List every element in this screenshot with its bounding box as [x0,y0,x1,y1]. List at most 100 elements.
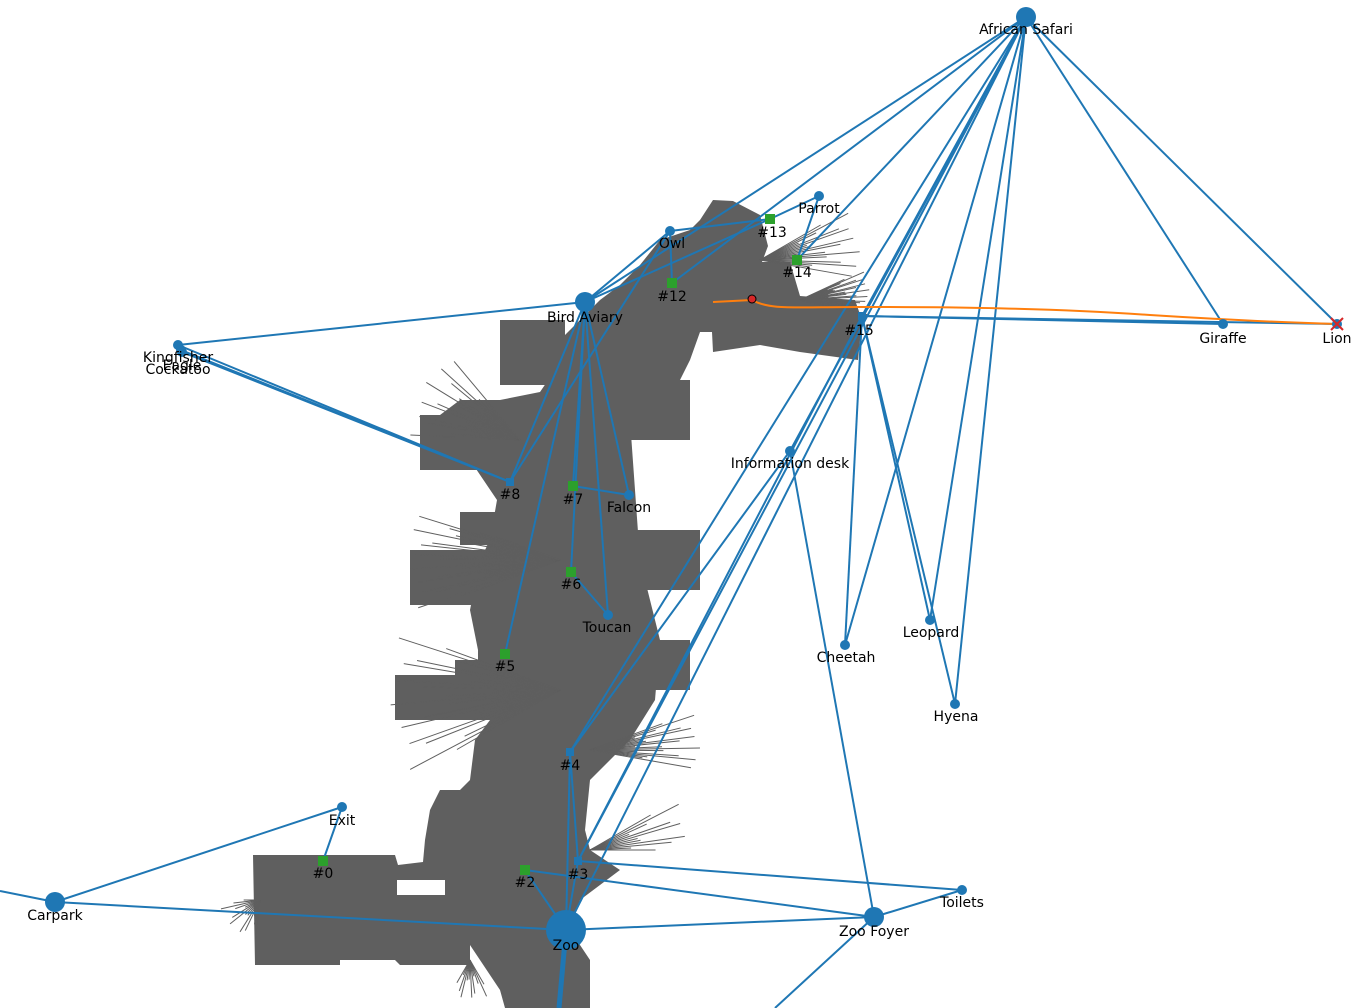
sensor-ray [239,899,261,933]
graph-edge-wp6-toucan [570,571,609,616]
label-carpark: Carpark [27,908,83,924]
label-wp14: #14 [782,265,812,281]
planned-path-line [712,298,1338,325]
robot-layer [747,294,1344,331]
node-hyena[interactable] [950,699,960,709]
sensor-ray [451,383,521,441]
sensor-ray [456,689,561,750]
sensor-ray [415,554,561,561]
graph-edge-wp4-zoo [565,751,571,931]
graph-edge-african_safari-wp3 [577,16,1027,862]
planned-path [712,298,1338,325]
sensor-ray [413,529,561,561]
node-wp0[interactable] [318,856,328,866]
node-leopard[interactable] [925,615,935,625]
node-giraffe[interactable] [1218,319,1228,329]
sensor-ray [390,689,561,706]
node-zoo[interactable] [546,910,586,950]
graph-edge-zoo-foyer-offscreen [774,916,875,1008]
label-wp15: #15 [844,323,874,339]
node-wp7[interactable] [568,481,578,491]
node-wp14[interactable] [792,255,802,265]
sensor-ray [589,823,681,851]
node-wp8[interactable] [506,478,514,486]
sensor-ray [410,434,521,441]
sensor-ray [456,404,521,441]
sensor-ray [401,689,561,729]
label-wp0: #0 [313,866,334,882]
sensor-ray [759,251,860,261]
graph-edge-zoo-zoo_foyer [565,916,875,931]
obstacle-region [397,880,445,895]
node-zoo-foyer[interactable] [864,907,884,927]
label-african-safari: African Safari [979,22,1073,38]
label-wp13: #13 [757,225,787,241]
label-wp5: #5 [495,659,516,675]
sensor-ray [451,433,521,441]
graph-edge-exit-wp0 [322,806,343,862]
sensor-ray [759,259,852,277]
label-parrot: Parrot [798,201,840,217]
sensor-ray [418,559,561,583]
sensor-ray [220,899,261,910]
sensor-ray [409,689,561,770]
goal-marker-icon [1330,317,1344,331]
graph-edge-carpark-exit [54,806,343,903]
graph-edge-zoo-carpark [54,901,567,931]
graph-edge-bird_aviary-wp8 [509,301,586,483]
sensor-ray [460,959,471,998]
sensor-ray [231,899,261,918]
node-exit[interactable] [337,802,347,812]
node-wp13[interactable] [765,214,775,224]
occupancy-grid [220,200,870,1008]
node-eagle[interactable] [177,347,187,357]
sensor-ray [589,747,700,751]
sensor-ray [422,559,561,593]
node-wp3[interactable] [574,857,582,865]
node-cheetah[interactable] [840,640,850,650]
label-information-desk: Information desk [731,456,850,472]
sensor-ray [396,679,561,691]
graph-edge-information_desk-wp4 [569,450,791,753]
label-falcon: Falcon [607,500,651,516]
sensor-ray [469,959,473,998]
node-wp4[interactable] [566,748,574,756]
node-wp6[interactable] [566,567,576,577]
node-carpark[interactable] [45,892,65,912]
graph-edge-wp15-cheetah [844,315,863,646]
node-wp2[interactable] [520,865,530,875]
explored-wing [620,640,690,690]
graph-edge-bird_aviary-wp6 [570,301,586,573]
node-falcon[interactable] [624,490,634,500]
node-bird-aviary[interactable] [575,292,595,312]
node-parrot[interactable] [814,191,824,201]
sensor-ray [589,814,651,851]
node-wp15[interactable] [858,312,866,320]
sensor-ray [459,398,521,441]
label-toilets: Toilets [939,895,984,911]
graph-edge-african_safari-wp4 [569,16,1027,753]
label-leopard: Leopard [903,625,960,641]
node-wp12[interactable] [667,278,677,288]
node-african-safari[interactable] [1016,7,1036,27]
sensor-ray [420,544,561,561]
graph-edge-african_safari-wp14 [796,16,1027,261]
graph-edge-bird_aviary-toucan [584,301,609,616]
graph-edge-wp7-falcon [572,485,630,496]
node-information-desk[interactable] [785,446,795,456]
sensor-ray [409,689,561,745]
graph-edge-owl-wp8 [509,230,671,483]
graph-edge-bird_aviary-wp5 [504,301,586,655]
robot-icon [747,294,757,304]
graph-edge-wp4-wp3 [569,751,579,862]
node-toilets[interactable] [957,885,967,895]
graph-edge-african_safari-lion [1025,16,1338,325]
sensor-ray [469,959,488,997]
node-owl[interactable] [665,226,675,236]
node-wp5[interactable] [500,649,510,659]
sensor-ray [589,841,672,851]
sensor-ray [589,803,679,851]
node-toucan[interactable] [603,610,613,620]
graph-edge-wp3-toilets [577,860,963,891]
